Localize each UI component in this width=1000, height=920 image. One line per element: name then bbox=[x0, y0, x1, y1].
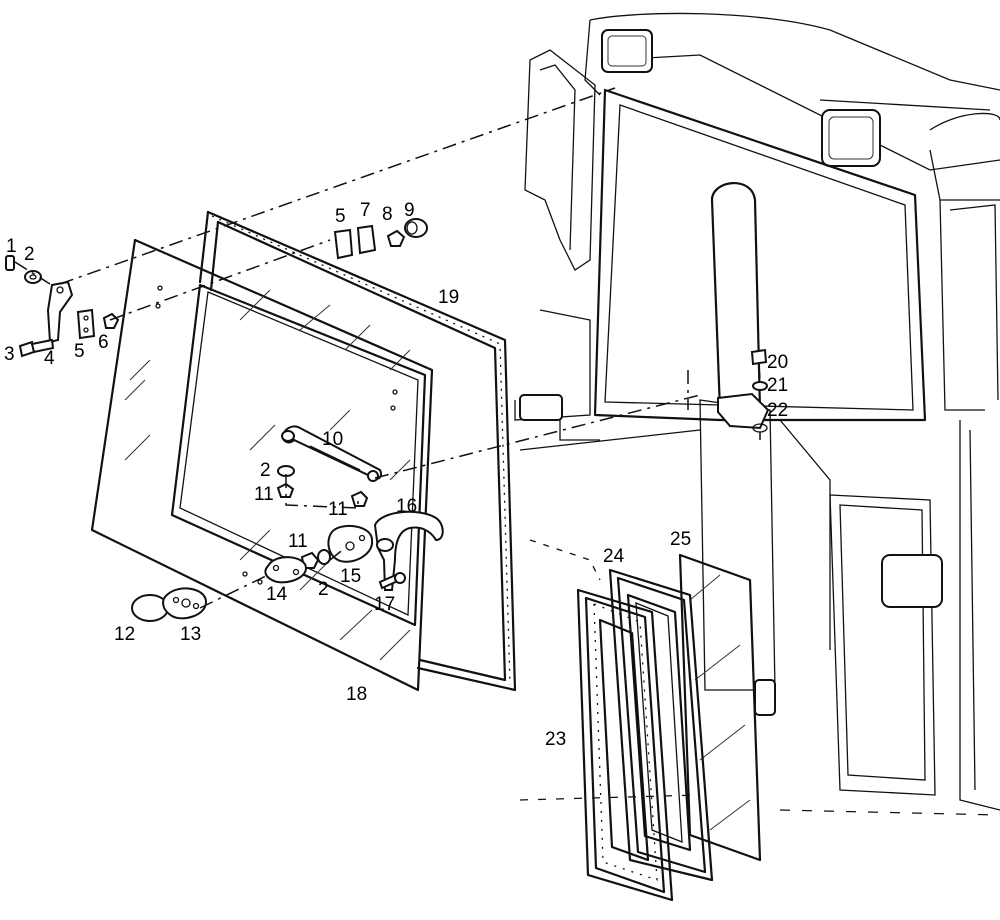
callout-5b: 5 bbox=[335, 206, 346, 227]
rear-window-frame bbox=[593, 88, 927, 422]
side-window-frame-23 bbox=[576, 588, 674, 902]
nut-6 bbox=[102, 312, 120, 329]
roof-lamp-right bbox=[821, 109, 881, 167]
nut-11b bbox=[350, 490, 369, 507]
side-window-seal-24 bbox=[608, 568, 714, 882]
callout-23: 23 bbox=[545, 729, 566, 750]
callout-2c: 2 bbox=[318, 579, 329, 600]
washer-2 bbox=[24, 270, 42, 284]
cap-9 bbox=[404, 218, 428, 238]
callout-labels: 1 2 3 4 5 6 5 7 8 9 19 10 2 11 11 16 11 … bbox=[4, 200, 788, 750]
window-seal-19 bbox=[198, 210, 517, 692]
side-window-glass-25 bbox=[678, 553, 762, 862]
callout-11c: 11 bbox=[288, 531, 308, 552]
callout-22: 22 bbox=[767, 400, 788, 421]
callout-21: 21 bbox=[767, 375, 788, 396]
callout-5a: 5 bbox=[74, 341, 85, 362]
callout-3: 3 bbox=[4, 344, 15, 365]
callout-2a: 2 bbox=[24, 244, 35, 265]
callout-9: 9 bbox=[404, 200, 415, 221]
nut-8 bbox=[386, 229, 406, 247]
bolt-3 bbox=[30, 338, 55, 354]
callout-4: 4 bbox=[44, 348, 55, 369]
bracket-22 bbox=[717, 392, 770, 430]
roof-lamp-left bbox=[601, 29, 653, 73]
callout-24: 24 bbox=[603, 546, 625, 567]
callout-11a: 11 bbox=[254, 484, 274, 505]
stay-10 bbox=[281, 425, 382, 482]
washer-21 bbox=[752, 381, 768, 391]
assembly-lines bbox=[14, 87, 761, 609]
bolt-20 bbox=[750, 348, 768, 366]
callout-10: 10 bbox=[322, 429, 343, 450]
nut-11a bbox=[276, 482, 295, 498]
exhaust-pipe bbox=[710, 182, 762, 412]
pad-5 bbox=[76, 308, 96, 340]
callout-13: 13 bbox=[180, 624, 201, 645]
hinge-plate-4 bbox=[46, 280, 74, 344]
callout-19: 19 bbox=[438, 287, 459, 308]
bracket-14 bbox=[264, 556, 308, 584]
callout-6: 6 bbox=[98, 332, 109, 353]
handle-16 bbox=[373, 510, 444, 591]
washer-2c bbox=[317, 549, 331, 565]
callout-25: 25 bbox=[670, 529, 691, 550]
side-lamp bbox=[881, 554, 943, 608]
callout-8: 8 bbox=[382, 204, 393, 225]
rear-window-glass-18 bbox=[90, 238, 434, 692]
plate-13 bbox=[162, 587, 208, 620]
hinge-assembly bbox=[5, 218, 428, 358]
callout-16: 16 bbox=[396, 496, 417, 517]
callout-2b: 2 bbox=[260, 460, 271, 481]
callout-14: 14 bbox=[266, 584, 288, 605]
callout-12: 12 bbox=[114, 624, 135, 645]
callout-20: 20 bbox=[767, 352, 788, 373]
callout-17: 17 bbox=[374, 594, 395, 615]
callout-7: 7 bbox=[360, 200, 371, 221]
pad-5-top bbox=[333, 228, 354, 260]
callout-1: 1 bbox=[6, 236, 17, 257]
callout-18: 18 bbox=[346, 684, 367, 705]
pad-7 bbox=[356, 224, 377, 255]
callout-11b: 11 bbox=[328, 499, 348, 520]
pin-1 bbox=[5, 255, 15, 271]
callout-15: 15 bbox=[340, 566, 361, 587]
knob-12 bbox=[131, 594, 169, 622]
